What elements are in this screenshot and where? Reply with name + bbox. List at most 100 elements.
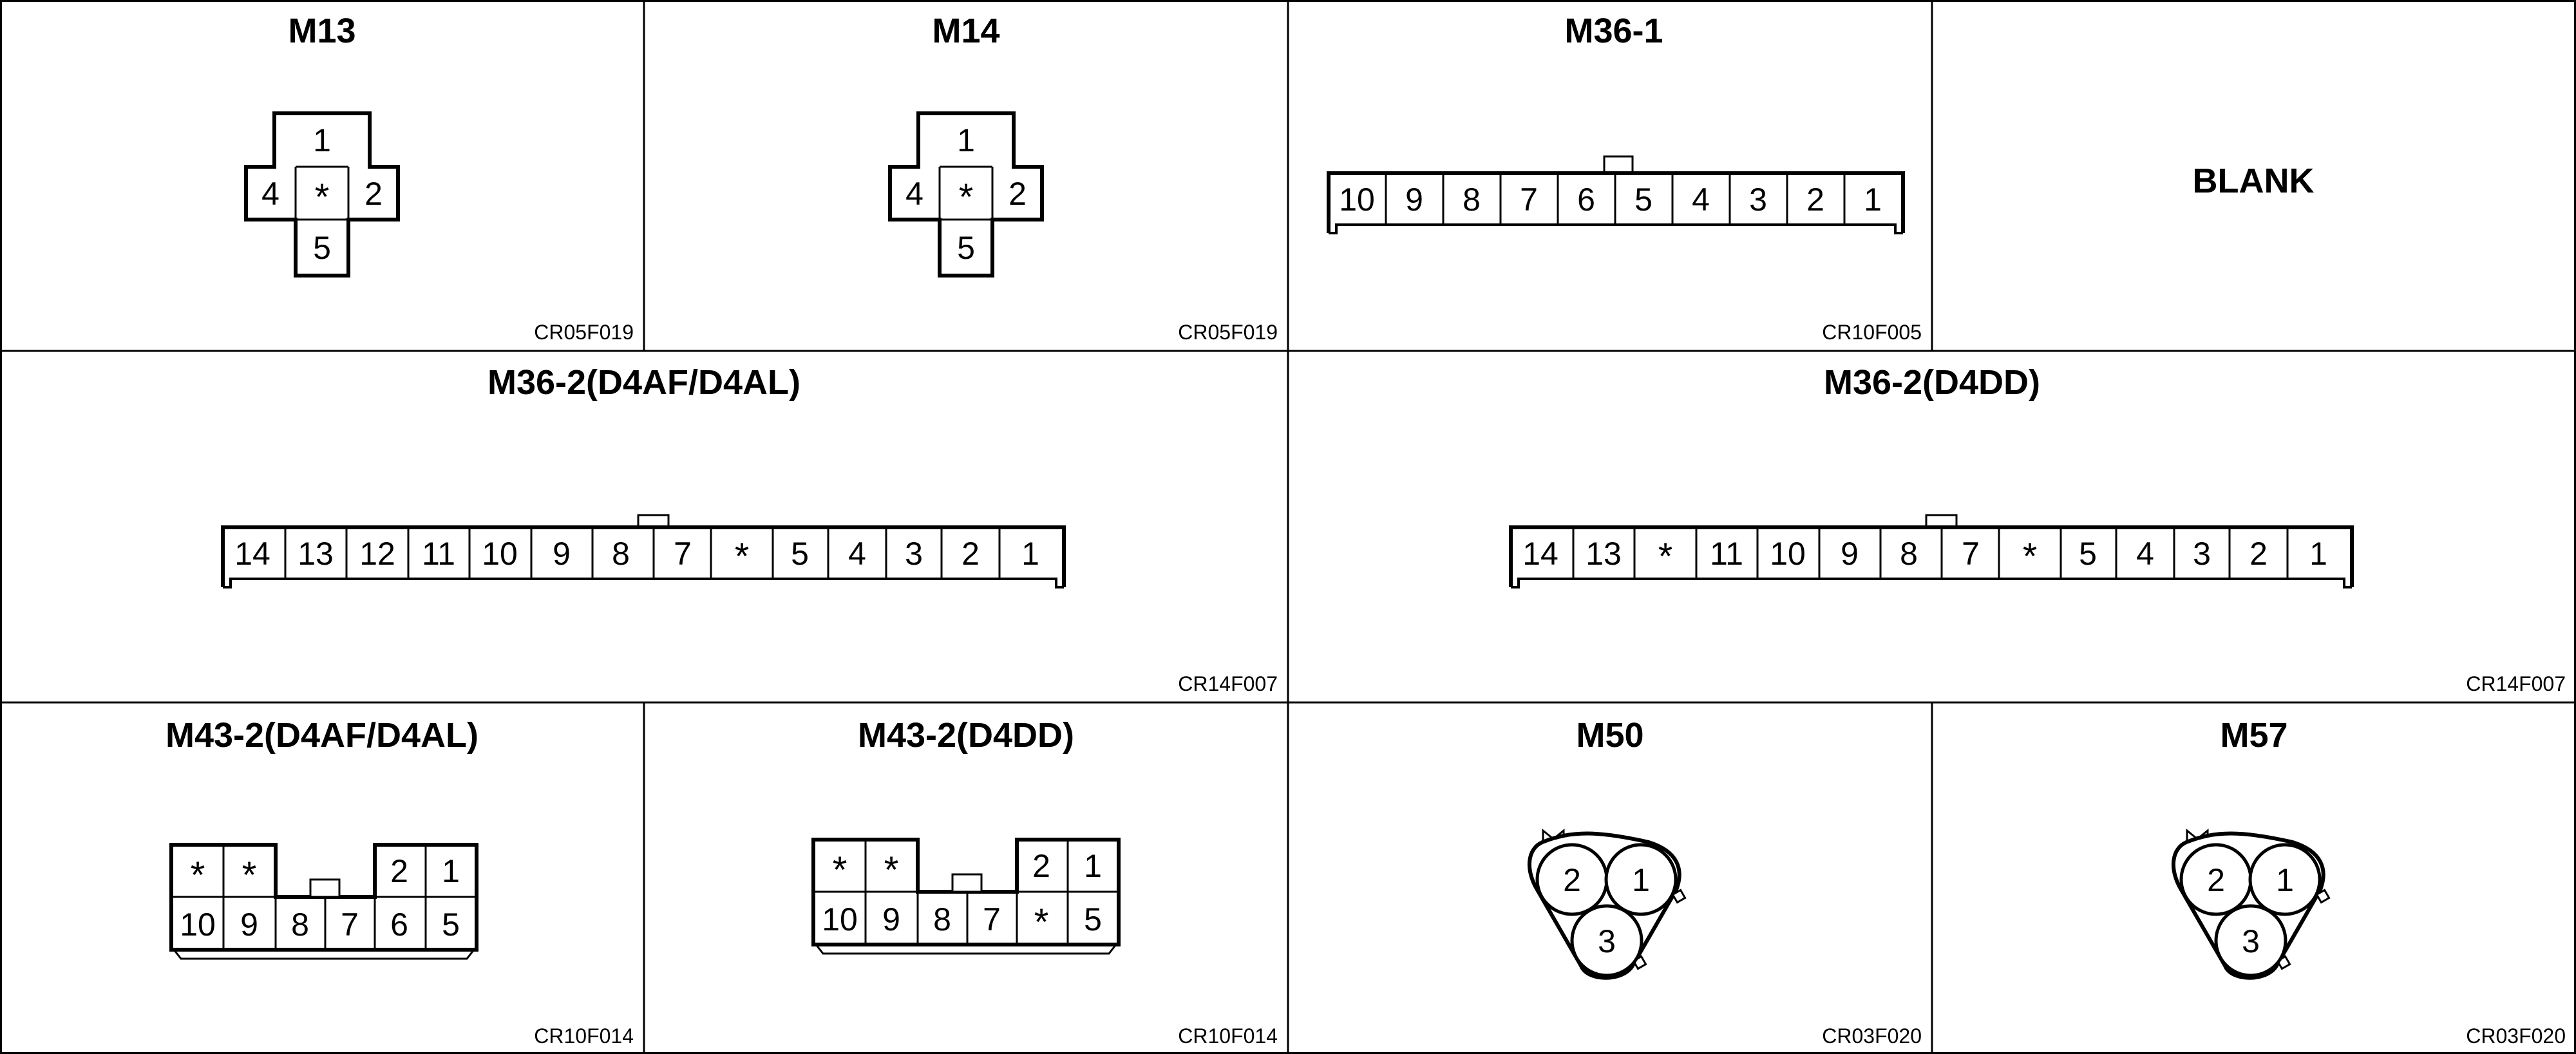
pin-label: 10 [1770, 536, 1806, 572]
pin-label: 5 [313, 230, 331, 266]
pin-label: 1 [1021, 536, 1039, 572]
pin-label: 8 [1900, 536, 1918, 572]
connector-outline [221, 525, 1066, 587]
pin-label: 9 [1405, 182, 1423, 218]
connector-key [2315, 889, 2331, 904]
panel-title: M57 [2220, 716, 2287, 755]
pin-label: 11 [1710, 536, 1743, 572]
connector-base [223, 578, 1064, 588]
panel-m36-1: M36-1 10 9 8 7 6 5 4 3 2 1 CR10F005 [1327, 12, 1922, 344]
pin-label: 5 [791, 536, 809, 572]
pin-label: 9 [553, 536, 571, 572]
pin-label: 8 [1463, 182, 1481, 218]
pin-label: 10 [822, 901, 858, 937]
pin-label: 5 [2079, 536, 2097, 572]
pin-label: 8 [612, 536, 630, 572]
pin-label: 2 [390, 853, 408, 889]
pin-label: 11 [422, 536, 455, 572]
connector-outline [244, 111, 400, 278]
pin-label: 10 [180, 907, 216, 943]
pin-label: 10 [482, 536, 518, 572]
pin-dividers [1385, 173, 1846, 225]
panel-title: M36-2(D4AF/D4AL) [488, 363, 800, 402]
panel-title: M43-2(D4AF/D4AL) [166, 716, 478, 755]
pin-dividers [284, 527, 1001, 579]
pin-label: 7 [341, 907, 359, 943]
pin-label: 3 [1749, 182, 1767, 218]
panel-m36-2-d4dd: M36-2(D4DD) 14 13 * 11 10 9 8 7 * 5 [1509, 363, 2566, 695]
pin-label: 3 [2242, 923, 2260, 959]
pin-dividers [1572, 527, 2289, 579]
pin-label: 3 [2193, 536, 2211, 572]
connector-key [1671, 889, 1687, 904]
part-code: CR03F020 [2466, 1024, 2566, 1048]
connector-latch [309, 878, 341, 898]
part-code: CR14F007 [2466, 672, 2566, 695]
pin-label: 1 [313, 122, 331, 158]
pin-label: 1 [1084, 848, 1102, 884]
pin-label: 9 [240, 907, 258, 943]
pin-label: 4 [261, 176, 279, 212]
pin-label: 8 [291, 907, 309, 943]
connector-m57: 2 1 3 [2171, 828, 2331, 980]
pin-label: 8 [933, 901, 951, 937]
pin-label: 1 [2309, 536, 2327, 572]
connector-m43-2-d4dd: * * 2 1 10 9 8 7 * 5 [811, 838, 1121, 955]
panel-title: BLANK [2193, 162, 2315, 200]
panel-m13: M13 1 4 * 2 5 CR05F019 [244, 12, 634, 344]
pin-label: 13 [1586, 536, 1622, 572]
pin-label: 6 [390, 907, 408, 943]
pin-label: 7 [1520, 182, 1538, 218]
part-code: CR05F019 [534, 321, 634, 344]
pin-label: * [735, 536, 750, 578]
pin-label: 5 [442, 907, 460, 943]
panel-title: M43-2(D4DD) [858, 716, 1074, 755]
part-code: CR10F014 [1178, 1024, 1278, 1048]
pin-label: 1 [442, 853, 460, 889]
panel-m57: M57 2 1 3 CR03F020 [2171, 716, 2566, 1048]
part-code: CR10F005 [1822, 321, 1922, 344]
pin-label: 1 [1632, 862, 1650, 898]
pin-socket [2248, 843, 2322, 916]
pin-label: * [884, 849, 899, 891]
pin-label: 9 [1841, 536, 1859, 572]
pin-label: * [242, 854, 257, 896]
pin-label: * [191, 854, 205, 896]
pin-label: 1 [1864, 182, 1882, 218]
pin-label: 12 [359, 536, 395, 572]
pin-label: * [959, 176, 974, 218]
pin-label: 7 [674, 536, 692, 572]
connector-m36-1: 10 9 8 7 6 5 4 3 2 1 [1327, 155, 1905, 234]
connector-m36-2-d4af-d4al: 14 13 12 11 10 9 8 7 * 5 4 3 2 1 [221, 514, 1066, 588]
panel-title: M13 [288, 12, 355, 50]
pin-label: 9 [882, 901, 900, 937]
pin-label: 5 [1634, 182, 1653, 218]
panel-blank: BLANK [2193, 162, 2315, 200]
connector-latch [951, 873, 983, 893]
pin-label: 6 [1577, 182, 1595, 218]
pin-label: * [2023, 536, 2038, 578]
connector-m36-2-d4dd: 14 13 * 11 10 9 8 7 * 5 4 3 2 1 [1509, 514, 2354, 588]
pin-label: 2 [1009, 176, 1027, 212]
pin-label: 14 [1522, 536, 1558, 572]
pin-label: * [833, 849, 848, 891]
pin-label: 7 [1962, 536, 1980, 572]
pin-label: 5 [1084, 901, 1102, 937]
connector-base [173, 949, 475, 960]
panel-m43-2-d4dd: M43-2(D4DD) * * 2 1 10 9 8 7 * 5 [811, 716, 1278, 1048]
pin-label: 2 [1032, 848, 1050, 884]
pin-label: 2 [2249, 536, 2268, 572]
connector-base [1329, 223, 1903, 234]
pin-label: 10 [1339, 182, 1375, 218]
connector-base [1511, 578, 2352, 588]
part-code: CR14F007 [1178, 672, 1278, 695]
panel-m14: M14 1 4 * 2 5 CR05F019 [888, 12, 1278, 344]
pin-label: 1 [2276, 862, 2294, 898]
pin-label: 2 [1563, 862, 1581, 898]
part-code: CR10F014 [534, 1024, 634, 1048]
pin-socket [1570, 904, 1643, 977]
pin-label: * [1658, 536, 1673, 578]
pin-label: 13 [298, 536, 334, 572]
pin-label: 4 [2136, 536, 2154, 572]
